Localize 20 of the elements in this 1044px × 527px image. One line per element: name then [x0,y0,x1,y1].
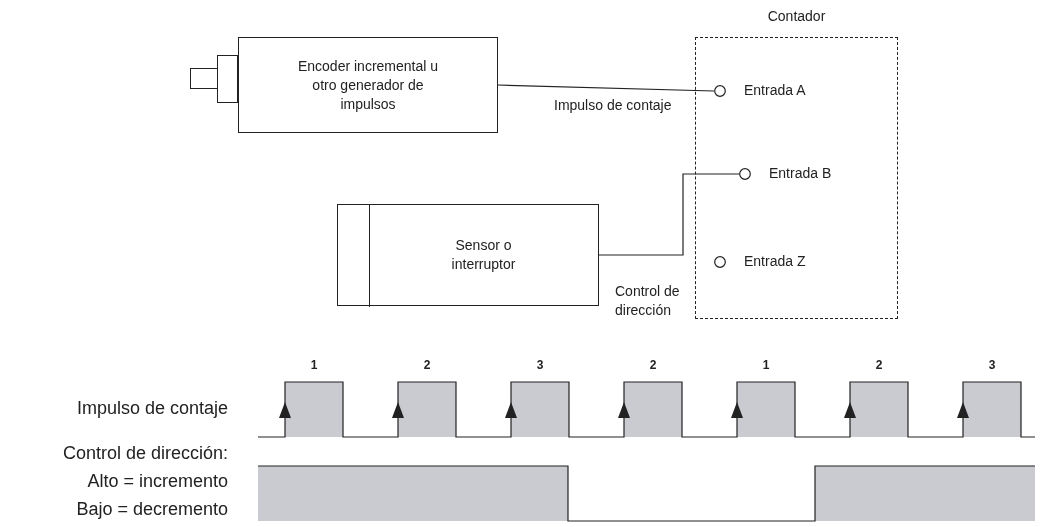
pulse-number: 2 [422,358,432,372]
connector-line [497,84,715,92]
pulse-number: 1 [761,358,771,372]
pulse-number: 1 [309,358,319,372]
pulse-number: 2 [874,358,884,372]
counter-heading: Contador [766,8,827,24]
connector-line [598,173,740,256]
encoder-box: Encoder incremental u otro generador de impulsos [238,37,498,133]
pulse-number: 3 [987,358,997,372]
signal-note: Bajo = decremento [75,499,228,520]
pulse-number: 3 [535,358,545,372]
input-label: Entrada Z [744,253,806,269]
pulse-number: 2 [648,358,658,372]
sensor-box: Sensor o interruptor [337,204,599,306]
signal-note: Alto = incremento [86,471,228,492]
input-label: Entrada B [769,165,832,181]
signal-name: Impulso de contaje [75,398,228,419]
signal-name: Control de dirección: [61,443,228,464]
input-label: Entrada A [744,82,806,98]
edge-label: Impulso de contaje [554,96,672,115]
